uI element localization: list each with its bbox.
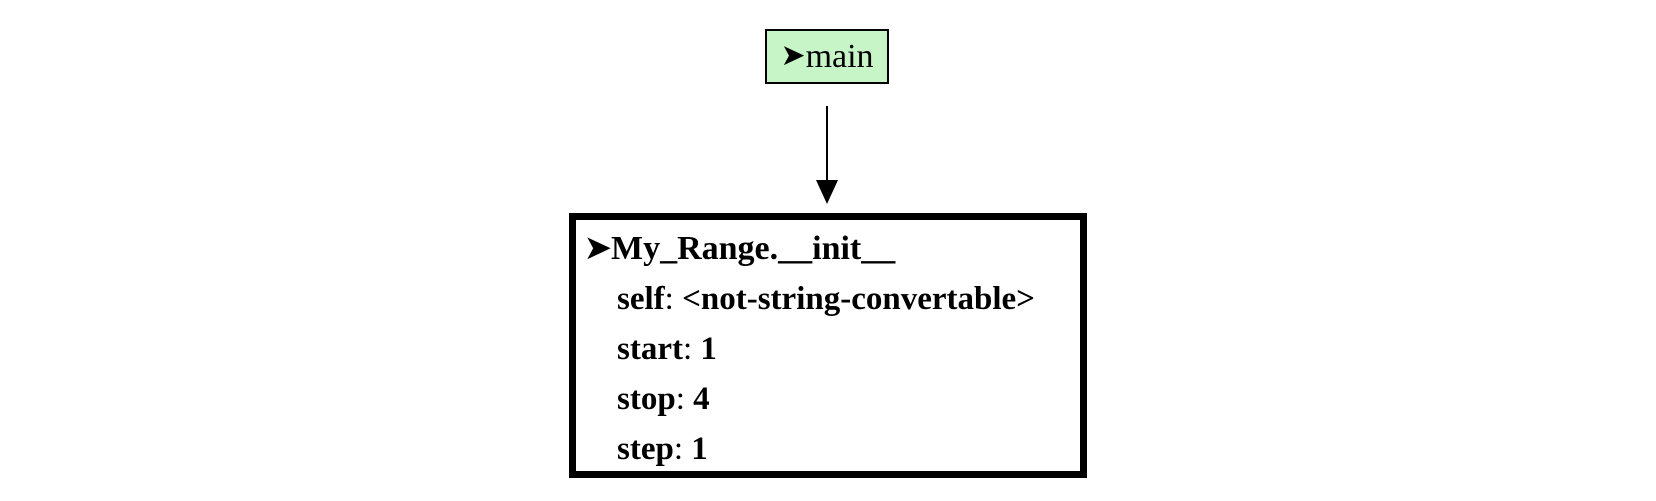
caller-frame-label: main bbox=[805, 37, 874, 75]
current-frame-arrow-icon: ➤ bbox=[585, 230, 611, 265]
variable-separator: : bbox=[682, 331, 701, 367]
variable-name: step bbox=[617, 431, 674, 467]
variable-separator: : bbox=[675, 381, 694, 417]
variable-value: 4 bbox=[693, 381, 710, 417]
variable-name: stop bbox=[617, 381, 676, 417]
variable-separator: : bbox=[664, 281, 683, 317]
variable-name: self bbox=[617, 281, 665, 317]
caller-frame-node: ➤main bbox=[765, 29, 889, 84]
active-frame-node: ➤My_Range.__init__ self: <not-string-con… bbox=[569, 213, 1087, 478]
call-edge-arrowhead bbox=[816, 180, 838, 204]
variable-separator: : bbox=[673, 431, 692, 467]
active-frame-name: My_Range.__init__ bbox=[610, 230, 896, 267]
variable-value: 1 bbox=[691, 431, 708, 467]
variable-value: <not-string-convertable> bbox=[682, 281, 1035, 317]
current-frame-arrow-icon: ➤ bbox=[780, 38, 806, 72]
variable-row: step: 1 bbox=[617, 433, 708, 466]
variable-row: stop: 4 bbox=[617, 383, 710, 416]
variable-value: 1 bbox=[700, 331, 717, 367]
active-frame-title: ➤My_Range.__init__ bbox=[585, 232, 895, 266]
variable-row: start: 1 bbox=[617, 333, 717, 366]
variable-row: self: <not-string-convertable> bbox=[617, 283, 1035, 316]
variable-name: start bbox=[617, 331, 683, 367]
